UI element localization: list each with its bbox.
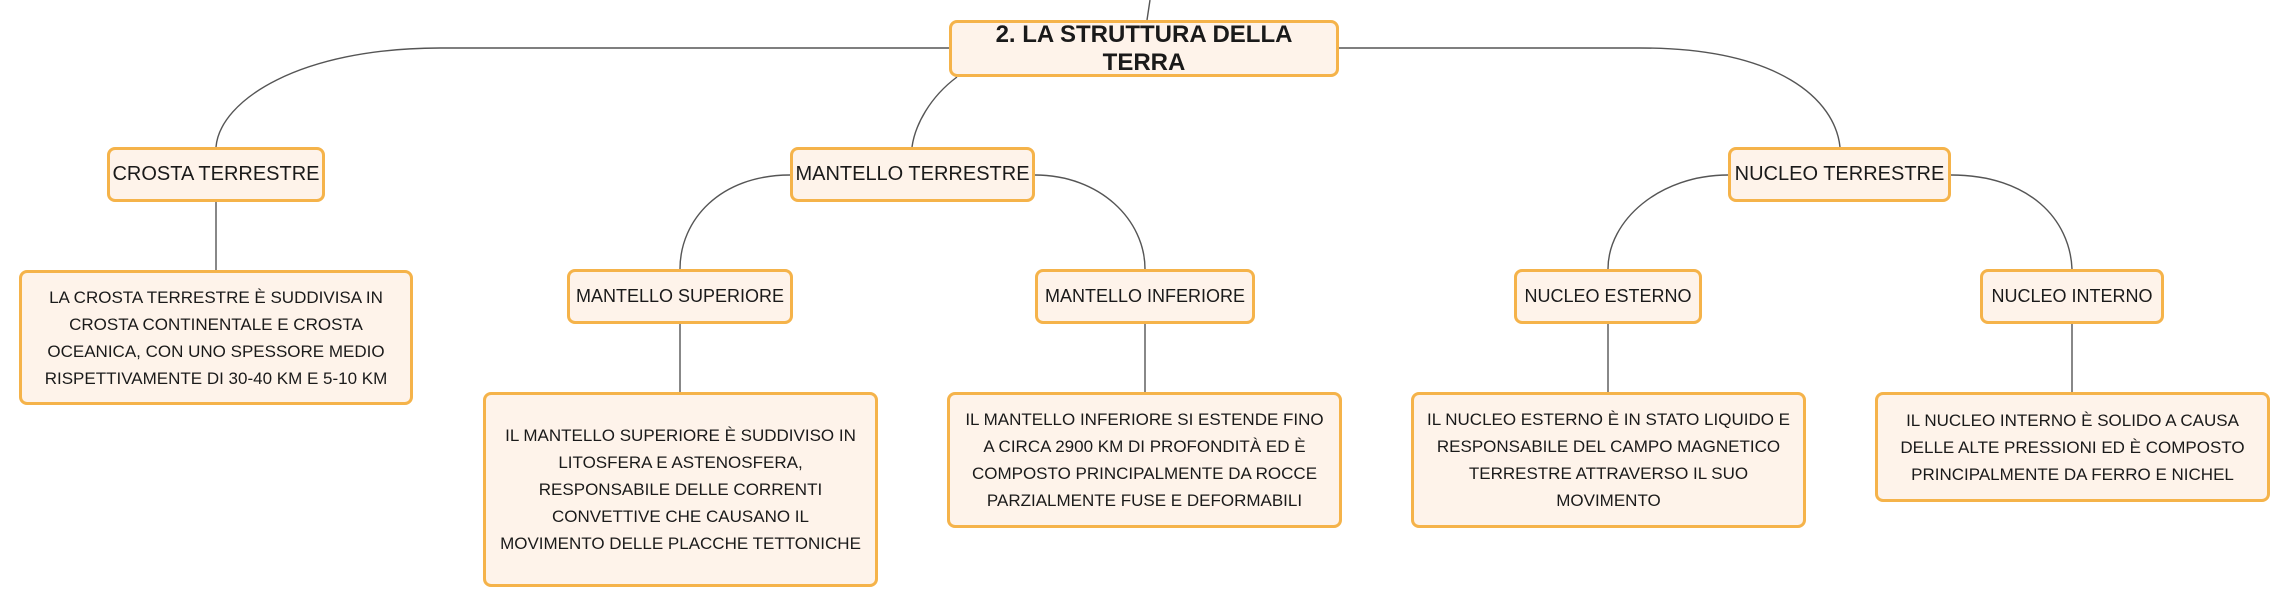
nucleo-interno-node[interactable]: NUCLEO INTERNO xyxy=(1980,269,2164,324)
connector-root-to-crosta xyxy=(215,47,949,148)
crosta-terrestre-label: CROSTA TERRESTRE xyxy=(112,163,320,185)
crosta-terrestre-description: LA CROSTA TERRESTRE È SUDDIVISA IN CROST… xyxy=(44,287,388,388)
crosta-terrestre-description-node[interactable]: LA CROSTA TERRESTRE È SUDDIVISA IN CROST… xyxy=(19,270,413,405)
mantello-superiore-description-node[interactable]: IL MANTELLO SUPERIORE È SUDDIVISO IN LIT… xyxy=(483,392,878,587)
nucleo-terrestre-label: NUCLEO TERRESTRE xyxy=(1734,163,1945,185)
mantello-inferiore-description: IL MANTELLO INFERIORE SI ESTENDE FINO A … xyxy=(965,410,1324,510)
nucleo-interno-label: NUCLEO INTERNO xyxy=(1991,286,2153,306)
connector-nucleo-to-esterno xyxy=(1607,174,1729,270)
nucleo-interno-description: IL NUCLEO INTERNO È SOLIDO A CAUSA DELLE… xyxy=(1900,410,2245,484)
mantello-terrestre-node[interactable]: MANTELLO TERRESTRE xyxy=(790,147,1035,202)
mantello-superiore-label: MANTELLO SUPERIORE xyxy=(575,286,785,306)
nucleo-interno-description-node[interactable]: IL NUCLEO INTERNO È SOLIDO A CAUSA DELLE… xyxy=(1875,392,2270,502)
root-node[interactable]: 2. LA STRUTTURA DELLA TERRA xyxy=(949,20,1339,77)
root-title: 2. LA STRUTTURA DELLA TERRA xyxy=(995,20,1293,76)
mantello-inferiore-label: MANTELLO INFERIORE xyxy=(1044,286,1246,306)
nucleo-terrestre-node[interactable]: NUCLEO TERRESTRE xyxy=(1728,147,1951,202)
crosta-terrestre-node[interactable]: CROSTA TERRESTRE xyxy=(107,147,325,202)
connector-nucleo-to-interno xyxy=(1950,174,2073,270)
mantello-superiore-node[interactable]: MANTELLO SUPERIORE xyxy=(567,269,793,324)
connector-mantello-to-inferiore xyxy=(1034,174,1146,270)
nucleo-esterno-node[interactable]: NUCLEO ESTERNO xyxy=(1514,269,1702,324)
nucleo-esterno-description: IL NUCLEO ESTERNO È IN STATO LIQUIDO E R… xyxy=(1426,410,1791,510)
connector-root-to-parent xyxy=(1146,0,1151,21)
mantello-terrestre-label: MANTELLO TERRESTRE xyxy=(795,163,1030,185)
mantello-inferiore-node[interactable]: MANTELLO INFERIORE xyxy=(1035,269,1255,324)
connector-root-to-mantello xyxy=(911,76,958,148)
nucleo-esterno-description-node[interactable]: IL NUCLEO ESTERNO È IN STATO LIQUIDO E R… xyxy=(1411,392,1806,528)
mantello-superiore-description: IL MANTELLO SUPERIORE È SUDDIVISO IN LIT… xyxy=(500,426,861,553)
connector-root-to-nucleo xyxy=(1339,47,1841,148)
connector-mantello-to-superiore xyxy=(679,174,791,270)
mantello-inferiore-description-node[interactable]: IL MANTELLO INFERIORE SI ESTENDE FINO A … xyxy=(947,392,1342,528)
nucleo-esterno-label: NUCLEO ESTERNO xyxy=(1524,286,1692,306)
